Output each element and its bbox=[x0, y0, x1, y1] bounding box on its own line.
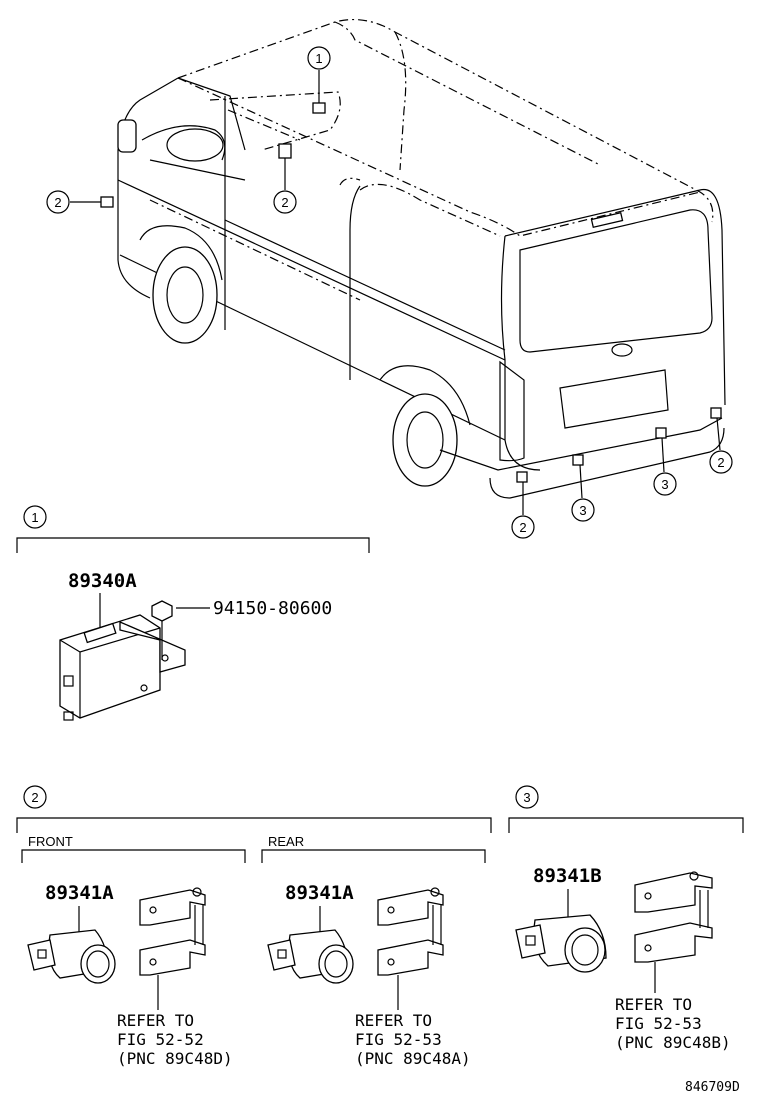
front-label: FRONT bbox=[28, 834, 73, 849]
callout-3-rear-right: 3 bbox=[653, 472, 677, 496]
van-illustration bbox=[70, 18, 726, 515]
sensor-89341B-drawing bbox=[515, 914, 607, 973]
callout-2-front: 2 bbox=[46, 190, 70, 214]
van-callouts: 1 2 2 2 3 3 2 bbox=[46, 46, 733, 539]
svg-text:2: 2 bbox=[519, 520, 526, 535]
callout-2-rear-left: 2 bbox=[511, 515, 535, 539]
svg-text:2: 2 bbox=[54, 195, 61, 210]
part-89340A-label: 89340A bbox=[68, 570, 137, 592]
svg-text:2: 2 bbox=[717, 455, 724, 470]
part-94150-80600-label: 94150-80600 bbox=[213, 598, 332, 619]
bracket-89341B-drawing bbox=[634, 871, 713, 963]
rear-ref-line1: REFER TO bbox=[355, 1011, 432, 1030]
section-1: 1 89340A 94150-80600 bbox=[16, 505, 370, 721]
front-part-89341A-label: 89341A bbox=[45, 882, 114, 904]
section3-ref-line2: FIG 52-53 bbox=[615, 1014, 702, 1033]
section-3: 3 89341B REFER TO FIG 52-53 (PNC 89C48B) bbox=[508, 785, 744, 1052]
section-2: 2 FRONT 89341A REFER TO FIG 52-52 (PNC 8… bbox=[16, 785, 492, 1068]
section3-ref-line1: REFER TO bbox=[615, 995, 692, 1014]
ecu-unit-drawing bbox=[59, 614, 186, 721]
svg-text:3: 3 bbox=[661, 477, 668, 492]
callout-1-van: 1 bbox=[307, 46, 331, 70]
bolt-drawing bbox=[151, 600, 173, 660]
section-1-callout: 1 bbox=[31, 510, 38, 525]
rear-part-89341A-label: 89341A bbox=[285, 882, 354, 904]
svg-text:1: 1 bbox=[315, 51, 322, 66]
front-ref-line3: (PNC 89C48D) bbox=[117, 1049, 233, 1068]
rear-sensor-drawing bbox=[267, 929, 354, 984]
part-89341B-label: 89341B bbox=[533, 865, 602, 887]
rear-ref-line2: FIG 52-53 bbox=[355, 1030, 442, 1049]
rear-ref-line3: (PNC 89C48A) bbox=[355, 1049, 471, 1068]
section-3-callout: 3 bbox=[523, 790, 530, 805]
front-bracket-drawing bbox=[139, 887, 206, 976]
drawing-code: 846709D bbox=[685, 1080, 740, 1095]
rear-label: REAR bbox=[268, 834, 304, 849]
callout-2-dash: 2 bbox=[273, 190, 297, 214]
callout-2-rear-right: 2 bbox=[709, 450, 733, 474]
front-sensor-drawing bbox=[27, 929, 116, 984]
section3-ref-line3: (PNC 89C48B) bbox=[615, 1033, 731, 1052]
svg-text:3: 3 bbox=[579, 503, 586, 518]
svg-text:2: 2 bbox=[281, 195, 288, 210]
rear-bracket-drawing bbox=[377, 887, 444, 976]
section-2-callout: 2 bbox=[31, 790, 38, 805]
front-ref-line2: FIG 52-52 bbox=[117, 1030, 204, 1049]
callout-3-rear-left: 3 bbox=[571, 498, 595, 522]
front-ref-line1: REFER TO bbox=[117, 1011, 194, 1030]
